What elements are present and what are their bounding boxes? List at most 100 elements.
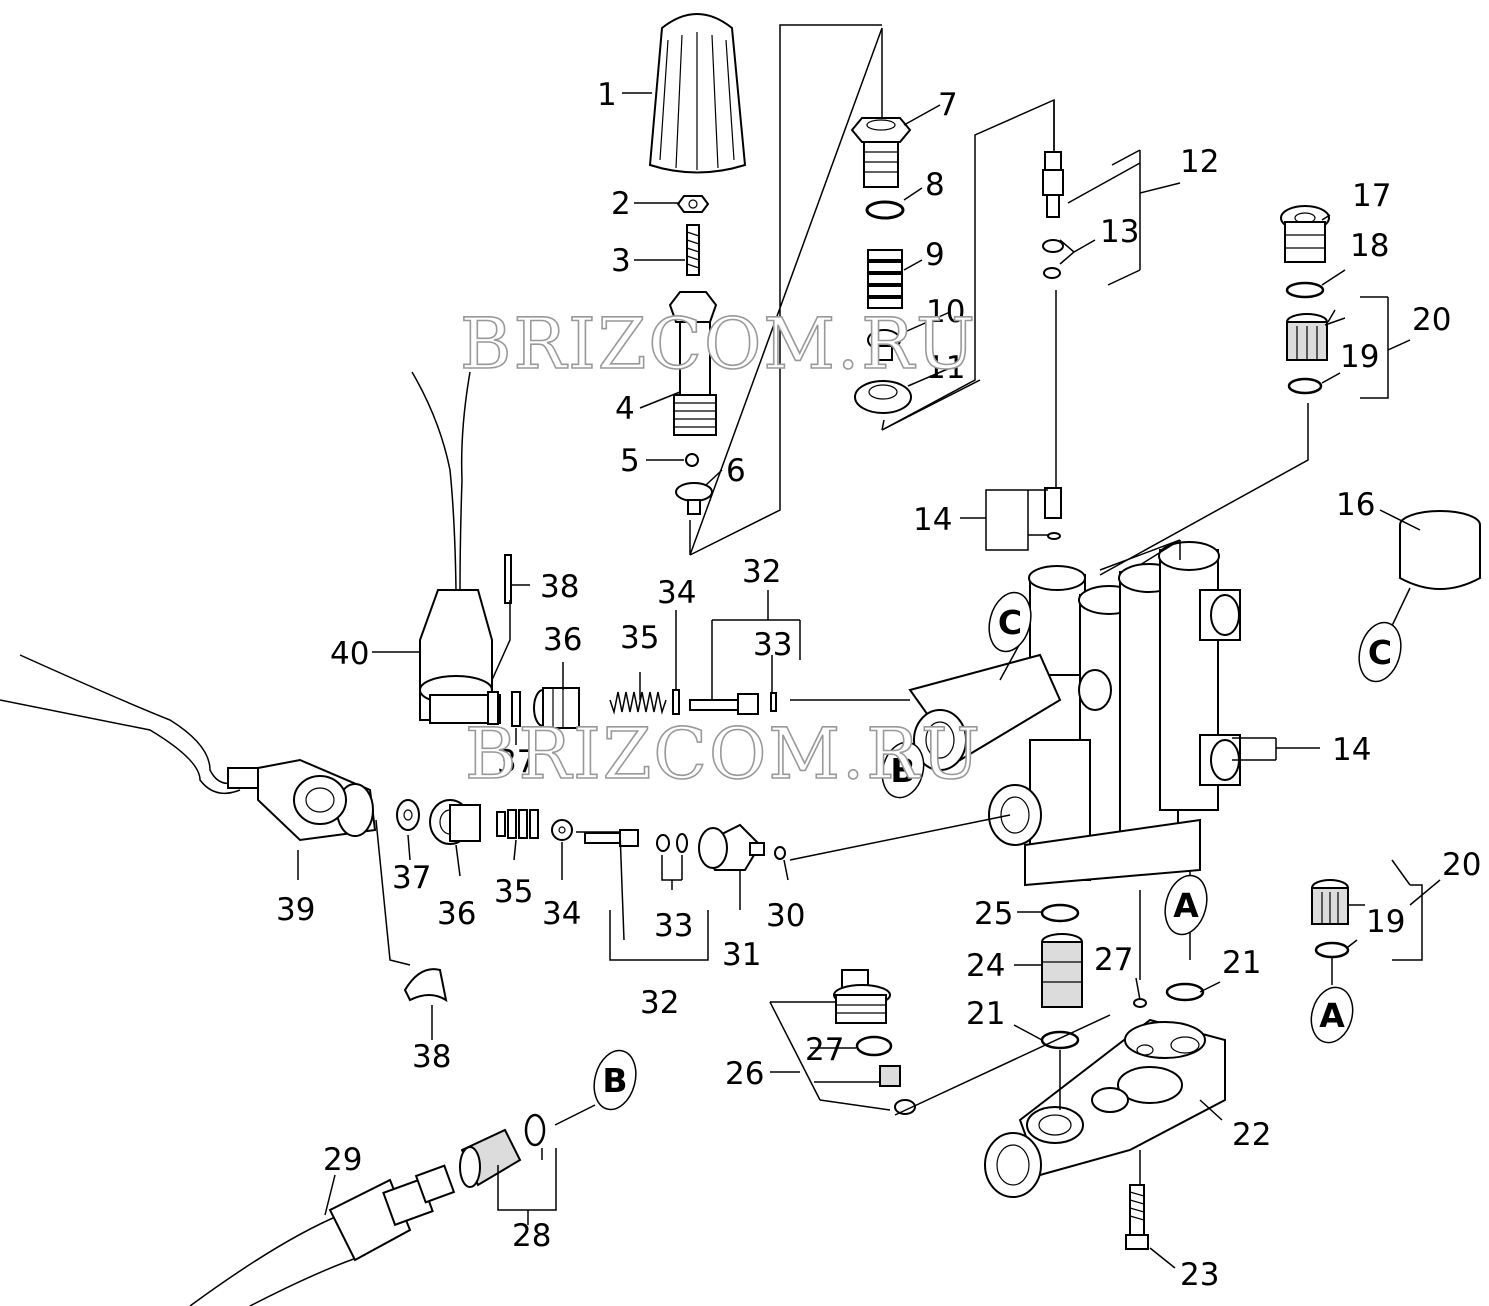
part-14-insert xyxy=(1044,487,1062,540)
callout-21-left: 21 xyxy=(966,996,1005,1032)
callout-6: 6 xyxy=(726,453,746,489)
part-10-piston xyxy=(867,329,901,361)
callout-25: 25 xyxy=(974,896,1013,932)
callout-35-bottom: 35 xyxy=(494,874,533,910)
part-21-o-ring-right xyxy=(1165,982,1205,1002)
marker-c-right: C xyxy=(1358,621,1402,683)
callout-33-top: 33 xyxy=(753,627,792,663)
part-9-spring xyxy=(867,249,903,309)
part-29-hose xyxy=(189,1164,456,1306)
callout-1: 1 xyxy=(597,77,617,113)
callout-11: 11 xyxy=(926,350,965,386)
marker-a-right: A xyxy=(1310,986,1354,1044)
part-27-small-ring xyxy=(1133,998,1147,1008)
part-37-washer-lower xyxy=(396,799,420,831)
part-12-valve-insert xyxy=(1042,151,1064,218)
callout-27-right: 27 xyxy=(1094,942,1133,978)
callout-33-bottom: 33 xyxy=(654,908,693,944)
part-35-spring xyxy=(609,691,667,715)
callout-20-top: 20 xyxy=(1412,302,1451,338)
part-17-plug xyxy=(1280,205,1330,263)
callout-3: 3 xyxy=(611,243,631,279)
part-38-clip xyxy=(403,968,448,1003)
callout-28: 28 xyxy=(512,1218,551,1254)
callout-38-bottom: 38 xyxy=(412,1039,451,1075)
part-32-piston-lower xyxy=(584,829,688,853)
watermark-middle: BRIZCOM.RU xyxy=(465,713,982,795)
svg-text:B: B xyxy=(602,1061,627,1100)
callout-36-top: 36 xyxy=(543,622,582,658)
part-2-nut xyxy=(676,195,710,213)
svg-text:B: B xyxy=(890,751,915,790)
callout-21-right: 21 xyxy=(1222,945,1261,981)
part-3-rod xyxy=(686,224,700,276)
part-39-handle xyxy=(0,654,377,842)
callout-38-top: 38 xyxy=(540,569,579,605)
callout-37-bottom: 37 xyxy=(392,860,431,896)
callout-30: 30 xyxy=(766,898,805,934)
part-18-o-ring xyxy=(1285,281,1325,299)
callout-23: 23 xyxy=(1180,1257,1219,1293)
part-1-knob xyxy=(648,13,747,174)
part-31-fitting xyxy=(698,823,765,871)
part-38-pin xyxy=(504,554,512,604)
part-25-o-ring xyxy=(1040,903,1080,923)
part-20-valve-cage-lower xyxy=(1311,879,1349,925)
callout-17: 17 xyxy=(1352,178,1391,214)
part-11-nut xyxy=(854,380,912,414)
callout-22: 22 xyxy=(1232,1117,1271,1153)
leader-lines xyxy=(297,24,1441,1269)
part-16-cap xyxy=(1399,510,1481,590)
svg-text:A: A xyxy=(1319,996,1345,1035)
callout-36-bottom: 36 xyxy=(437,896,476,932)
part-13-washer xyxy=(1042,239,1064,279)
svg-text:A: A xyxy=(1173,886,1199,925)
callout-34-top: 34 xyxy=(657,575,696,611)
marker-b-left: B xyxy=(881,741,925,799)
callout-32-bottom: 32 xyxy=(640,985,679,1021)
part-28-filter xyxy=(459,1113,546,1188)
callout-5: 5 xyxy=(620,443,640,479)
callout-35-top: 35 xyxy=(620,620,659,656)
callout-31: 31 xyxy=(722,937,761,973)
part-26-fitting-group xyxy=(833,969,916,1115)
part-20-valve-cage xyxy=(1286,313,1328,361)
part-40-switch xyxy=(411,371,501,725)
part-35-spring-lower xyxy=(496,809,539,839)
callout-12: 12 xyxy=(1180,144,1219,180)
callout-8: 8 xyxy=(925,167,945,203)
marker-c-top: C xyxy=(988,591,1032,653)
callout-14-top: 14 xyxy=(913,502,952,538)
callout-16: 16 xyxy=(1336,487,1375,523)
part-37-washer xyxy=(511,691,521,727)
callout-37-top: 37 xyxy=(497,744,536,780)
callout-40: 40 xyxy=(330,636,369,672)
callout-labels: 1 2 3 4 5 6 7 8 9 10 11 12 13 14 14 16 1… xyxy=(276,77,1481,1293)
part-36-plug-lower xyxy=(429,799,481,845)
part-19-o-ring xyxy=(1287,377,1323,395)
watermark-top: BRIZCOM.RU xyxy=(460,303,977,385)
marker-b-bottom: B xyxy=(593,1049,637,1111)
callout-34-bottom: 34 xyxy=(542,896,581,932)
part-24-valve xyxy=(1041,933,1083,1008)
callout-2: 2 xyxy=(611,186,631,222)
callout-39: 39 xyxy=(276,892,315,928)
svg-text:C: C xyxy=(1368,633,1392,672)
part-19-o-ring-lower xyxy=(1314,941,1350,959)
callout-14-right: 14 xyxy=(1332,732,1371,768)
callout-10: 10 xyxy=(926,294,965,330)
part-22-inlet-housing xyxy=(984,1018,1226,1198)
callout-9: 9 xyxy=(925,237,945,273)
callout-7: 7 xyxy=(938,87,958,123)
marker-a-center: A xyxy=(1164,874,1208,936)
callout-19-bottom: 19 xyxy=(1366,904,1405,940)
part-34-washer-lower xyxy=(551,819,573,841)
callout-20-bottom: 20 xyxy=(1442,847,1481,883)
part-5-ball xyxy=(685,453,699,467)
part-21-o-ring-left xyxy=(1040,1030,1080,1050)
part-30-o-ring xyxy=(774,846,786,860)
part-34-washer xyxy=(672,689,680,715)
callout-27-left: 27 xyxy=(805,1032,844,1068)
svg-text:C: C xyxy=(998,603,1022,642)
